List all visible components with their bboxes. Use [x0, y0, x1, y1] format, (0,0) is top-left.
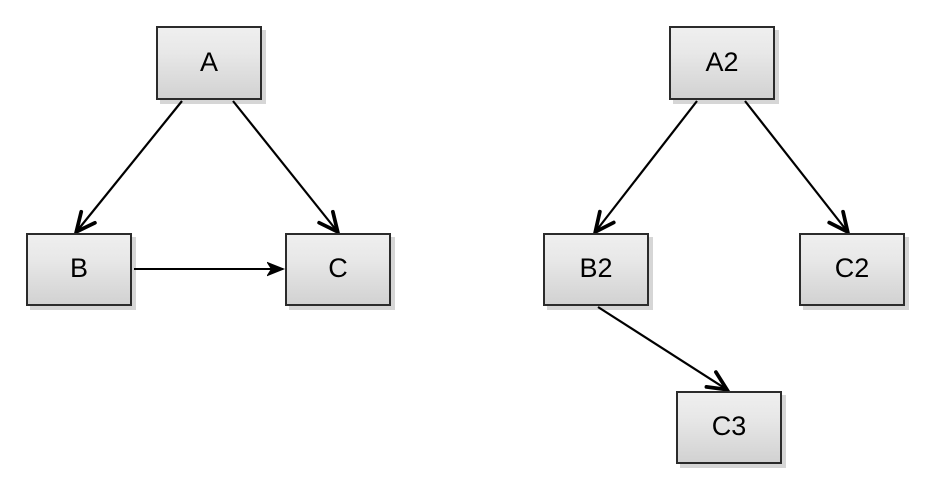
- node-label-c2: C2: [834, 253, 870, 283]
- node-c[interactable]: C: [285, 233, 391, 306]
- node-label-a2: A2: [705, 46, 739, 77]
- node-label-a: A: [199, 46, 218, 77]
- node-a2[interactable]: A2: [669, 26, 775, 100]
- node-label-c: C: [328, 253, 348, 283]
- node-label-b: B: [69, 253, 88, 283]
- node-b[interactable]: B: [26, 233, 132, 306]
- node-a[interactable]: A: [156, 26, 262, 100]
- edges-group: [73, 100, 851, 392]
- node-label-c3: C3: [711, 411, 747, 441]
- node-c2[interactable]: C2: [799, 233, 905, 306]
- edge-a-to-b: [73, 100, 183, 236]
- edge-a-to-c: [232, 100, 341, 236]
- edge-a2-to-b2: [592, 100, 698, 236]
- edge-b2-to-c3: [597, 306, 731, 392]
- edge-a2-to-c2: [744, 100, 851, 236]
- node-label-b2: B2: [579, 253, 613, 283]
- node-b2[interactable]: B2: [543, 233, 649, 306]
- node-c3[interactable]: C3: [676, 391, 782, 464]
